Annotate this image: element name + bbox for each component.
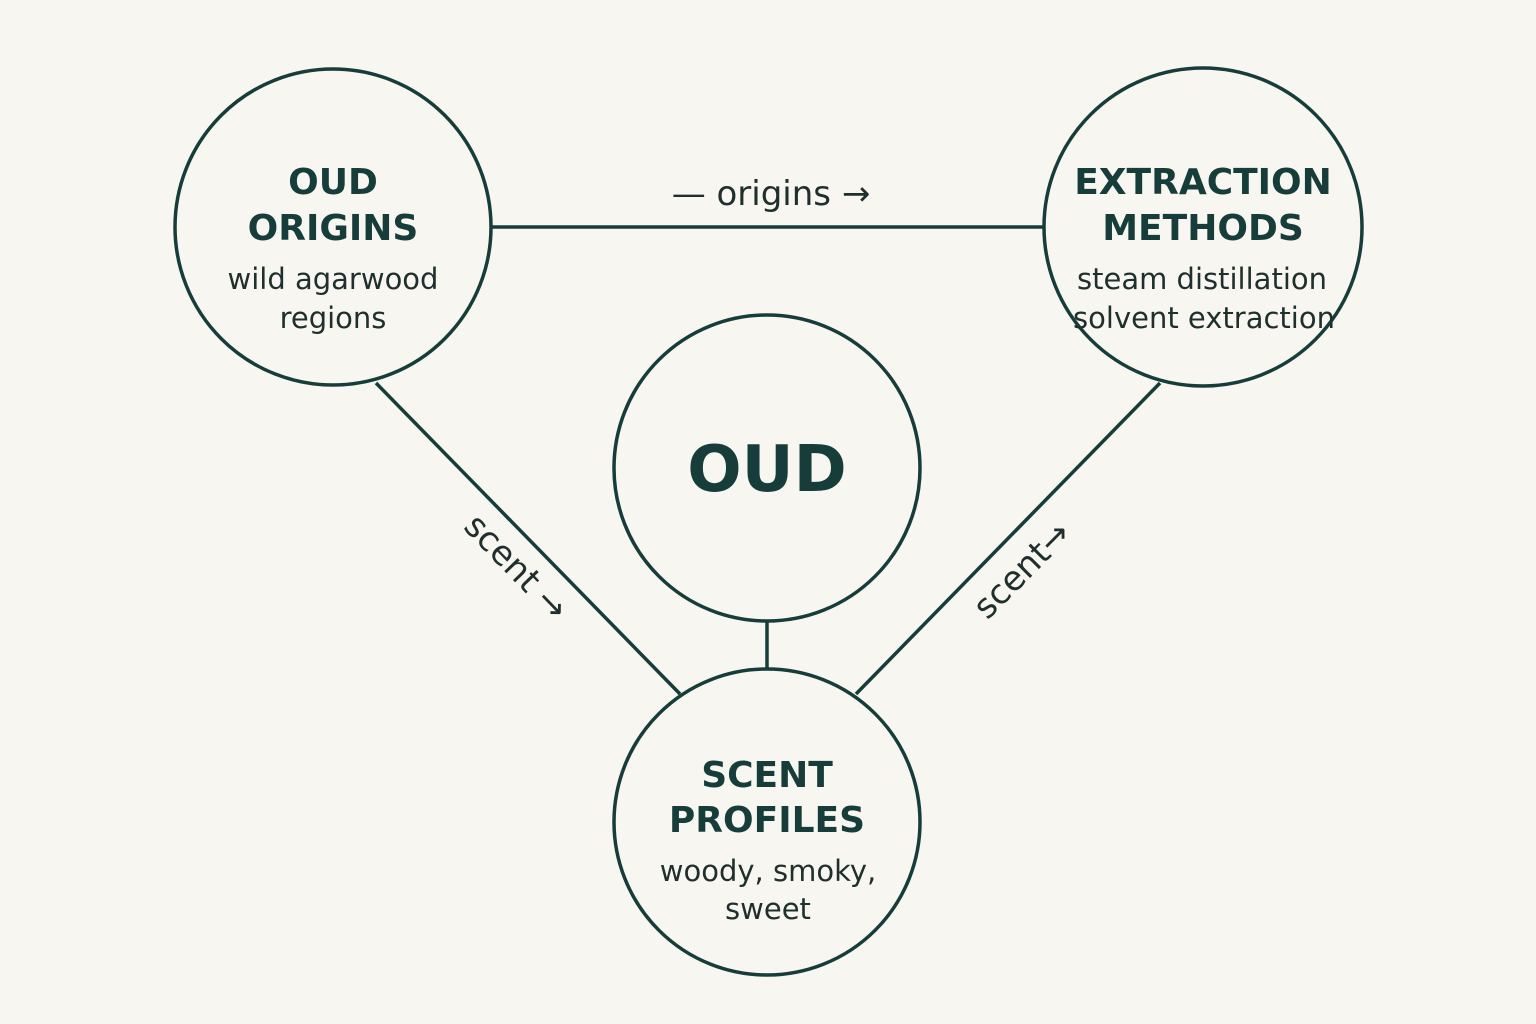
extraction-title-line1: EXTRACTION: [1074, 162, 1332, 203]
scent-title-line1: SCENT: [701, 755, 833, 796]
scent-desc-line1: woody, smoky,: [660, 854, 876, 888]
edge-label-scent-right: scent→: [965, 513, 1079, 627]
edge-origins-scent: [374, 381, 682, 696]
node-origins-circle: [173, 67, 493, 387]
edge-label-origins: — origins →: [672, 174, 871, 214]
origins-title-line2: ORIGINS: [248, 208, 419, 249]
origins-desc-line2: regions: [280, 301, 387, 335]
origins-desc-line1: wild agarwood: [228, 262, 439, 296]
node-extraction: EXTRACTION METHODS steam distillation so…: [1073, 162, 1335, 335]
node-extraction-circle: [1042, 66, 1364, 388]
node-scent: SCENT PROFILES woody, smoky, sweet: [660, 755, 876, 926]
node-scent-circle: [612, 667, 922, 977]
scent-title-line2: PROFILES: [669, 800, 865, 841]
origins-title-line1: OUD: [288, 162, 378, 203]
scent-desc-line2: sweet: [725, 892, 811, 926]
extraction-desc-line1: steam distillation: [1077, 262, 1327, 296]
edge-extraction-scent: [854, 381, 1162, 696]
extraction-desc-line2: solvent extraction: [1073, 301, 1335, 335]
extraction-title-line2: METHODS: [1102, 208, 1304, 249]
center-oud-circle: [612, 313, 922, 623]
center-oud-title: OUD: [687, 433, 847, 507]
node-origins: OUD ORIGINS wild agarwood regions: [228, 162, 439, 335]
